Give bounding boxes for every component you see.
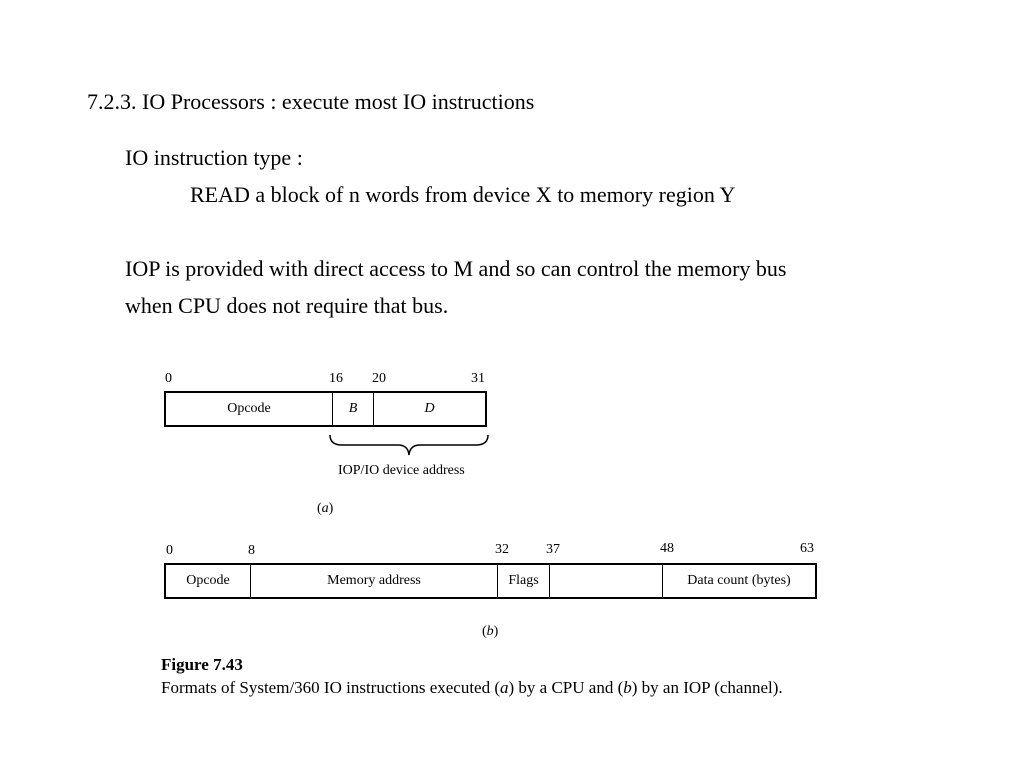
- instruction-format-a: Opcode B D: [164, 391, 487, 427]
- bit-label-b-37: 37: [546, 542, 560, 557]
- bit-label-a-16: 16: [329, 371, 343, 386]
- subfigure-label-a: (a): [317, 501, 334, 516]
- bit-label-b-8: 8: [248, 543, 255, 558]
- field-opcode-a: Opcode: [166, 393, 332, 425]
- figure-caption-text: Formats of System/360 IO instructions ex…: [161, 678, 783, 698]
- io-type-label: IO instruction type :: [125, 145, 303, 170]
- bit-label-b-32: 32: [495, 542, 509, 557]
- field-b: B: [333, 393, 373, 425]
- field-opcode-b: Opcode: [166, 565, 250, 597]
- field-unused: [550, 565, 662, 597]
- divider-a-20: [373, 393, 374, 425]
- field-opcode-a-label: Opcode: [227, 401, 271, 416]
- instruction-format-b: Opcode Memory address Flags Data count (…: [164, 563, 817, 599]
- subfigure-label-b: (b): [482, 624, 499, 639]
- divider-b-32: [497, 565, 498, 597]
- caption-part-3: ) by an IOP (channel).: [631, 678, 783, 697]
- field-memory-address: Memory address: [251, 565, 497, 597]
- divider-b-48: [662, 565, 663, 597]
- brace-label: IOP/IO device address: [338, 463, 465, 478]
- brace-device-address: [329, 434, 489, 456]
- bit-label-a-0: 0: [165, 371, 172, 386]
- iop-description-line-1: IOP is provided with direct access to M …: [125, 256, 787, 281]
- iop-description-line-2: when CPU does not require that bus.: [125, 293, 449, 318]
- bit-label-a-31: 31: [471, 371, 485, 386]
- field-data-count: Data count (bytes): [663, 565, 815, 597]
- subfigure-letter-b: b: [486, 624, 494, 639]
- divider-b-8: [250, 565, 251, 597]
- field-d-label: D: [424, 401, 435, 416]
- caption-part-2: ) by a CPU and (: [508, 678, 624, 697]
- divider-a-16: [332, 393, 333, 425]
- figure-caption-title: Figure 7.43: [161, 655, 243, 674]
- bit-label-b-0: 0: [166, 543, 173, 558]
- slide-heading: 7.2.3. IO Processors : execute most IO i…: [87, 89, 535, 114]
- bit-label-b-63: 63: [800, 541, 814, 556]
- field-flags-label: Flags: [508, 573, 539, 588]
- field-d: D: [374, 393, 485, 425]
- io-type-example: READ a block of n words from device X to…: [190, 182, 736, 207]
- field-memory-address-label: Memory address: [327, 573, 421, 588]
- field-flags: Flags: [498, 565, 549, 597]
- caption-letter-b: b: [623, 678, 632, 697]
- field-opcode-b-label: Opcode: [186, 573, 230, 588]
- subfigure-letter-a: a: [321, 501, 329, 516]
- bit-label-a-20: 20: [372, 371, 386, 386]
- bit-label-b-48: 48: [660, 541, 674, 556]
- field-b-label: B: [348, 401, 358, 416]
- caption-letter-a: a: [500, 678, 509, 697]
- caption-part-1: Formats of System/360 IO instructions ex…: [161, 678, 501, 697]
- divider-b-37: [549, 565, 550, 597]
- field-data-count-label: Data count (bytes): [687, 573, 791, 588]
